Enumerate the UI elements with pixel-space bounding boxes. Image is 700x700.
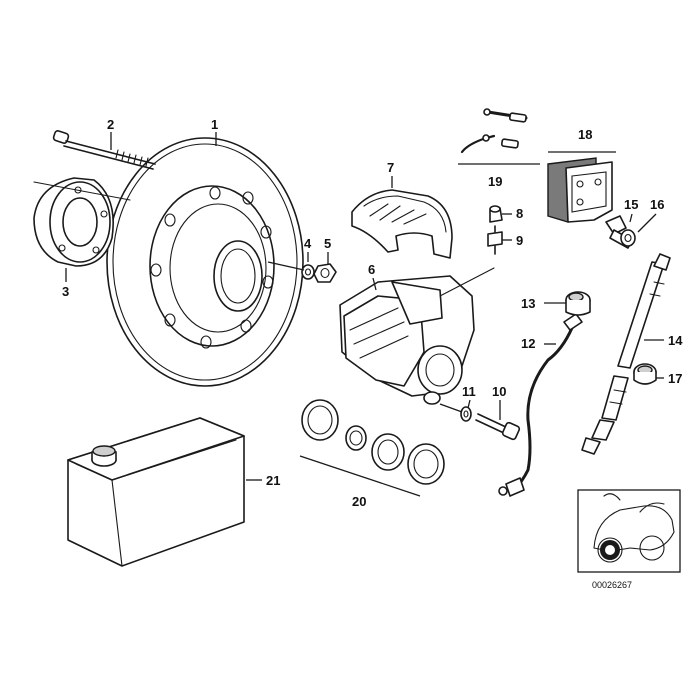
callout-17: 17 bbox=[668, 371, 682, 386]
callouts: 1 2 3 4 5 6 7 8 9 10 11 12 13 14 15 16 1… bbox=[62, 117, 683, 509]
brake-caliper-part-6[interactable] bbox=[339, 267, 495, 405]
callout-15: 15 bbox=[624, 197, 638, 212]
long-bolt-part-2[interactable] bbox=[52, 130, 156, 170]
spacer-ring-part-3[interactable] bbox=[33, 177, 131, 267]
callout-7: 7 bbox=[387, 160, 394, 175]
brake-pads-part-18[interactable] bbox=[547, 157, 613, 223]
reference-code: 00026267 bbox=[592, 580, 632, 590]
pins-part-19[interactable] bbox=[460, 108, 528, 154]
bleeder-cap-part-8[interactable] bbox=[489, 205, 503, 223]
fluid-can-part-21[interactable] bbox=[67, 417, 245, 567]
washer-part-4[interactable] bbox=[301, 264, 315, 280]
callout-20: 20 bbox=[352, 494, 366, 509]
brake-hose-part-14[interactable] bbox=[581, 253, 671, 455]
washer-part-16[interactable] bbox=[620, 229, 636, 247]
washer-part-11[interactable] bbox=[460, 406, 472, 422]
brake-disc-part-1[interactable] bbox=[106, 137, 304, 387]
brake-line-part-12[interactable] bbox=[498, 313, 583, 497]
fitting-part-13[interactable] bbox=[565, 291, 591, 316]
callout-18: 18 bbox=[578, 127, 592, 142]
callout-5: 5 bbox=[324, 236, 331, 251]
callout-9: 9 bbox=[516, 233, 523, 248]
callout-21: 21 bbox=[266, 473, 280, 488]
callout-11: 11 bbox=[462, 384, 476, 399]
cap-part-17[interactable] bbox=[633, 363, 657, 385]
motorcycle-locator-inset: 00026267 bbox=[577, 489, 681, 590]
callout-14: 14 bbox=[668, 333, 683, 348]
caliper-cover-part-7[interactable] bbox=[351, 189, 453, 259]
nut-part-5[interactable] bbox=[313, 263, 337, 283]
callout-3: 3 bbox=[62, 284, 69, 299]
bleeder-valve-part-9[interactable] bbox=[487, 225, 503, 255]
callout-6: 6 bbox=[368, 262, 375, 277]
callout-12: 12 bbox=[521, 336, 535, 351]
motorcycle-icon bbox=[593, 493, 675, 563]
callout-4: 4 bbox=[304, 236, 312, 251]
callout-8: 8 bbox=[516, 206, 523, 221]
caliper-bolt-part-10[interactable] bbox=[475, 413, 521, 441]
callout-13: 13 bbox=[521, 296, 535, 311]
callout-16: 16 bbox=[650, 197, 664, 212]
callout-1: 1 bbox=[211, 117, 218, 132]
leader-lines bbox=[65, 132, 664, 481]
callout-19: 19 bbox=[488, 174, 502, 189]
callout-10: 10 bbox=[492, 384, 506, 399]
callout-2: 2 bbox=[107, 117, 114, 132]
seal-kit-part-20[interactable] bbox=[301, 399, 445, 485]
